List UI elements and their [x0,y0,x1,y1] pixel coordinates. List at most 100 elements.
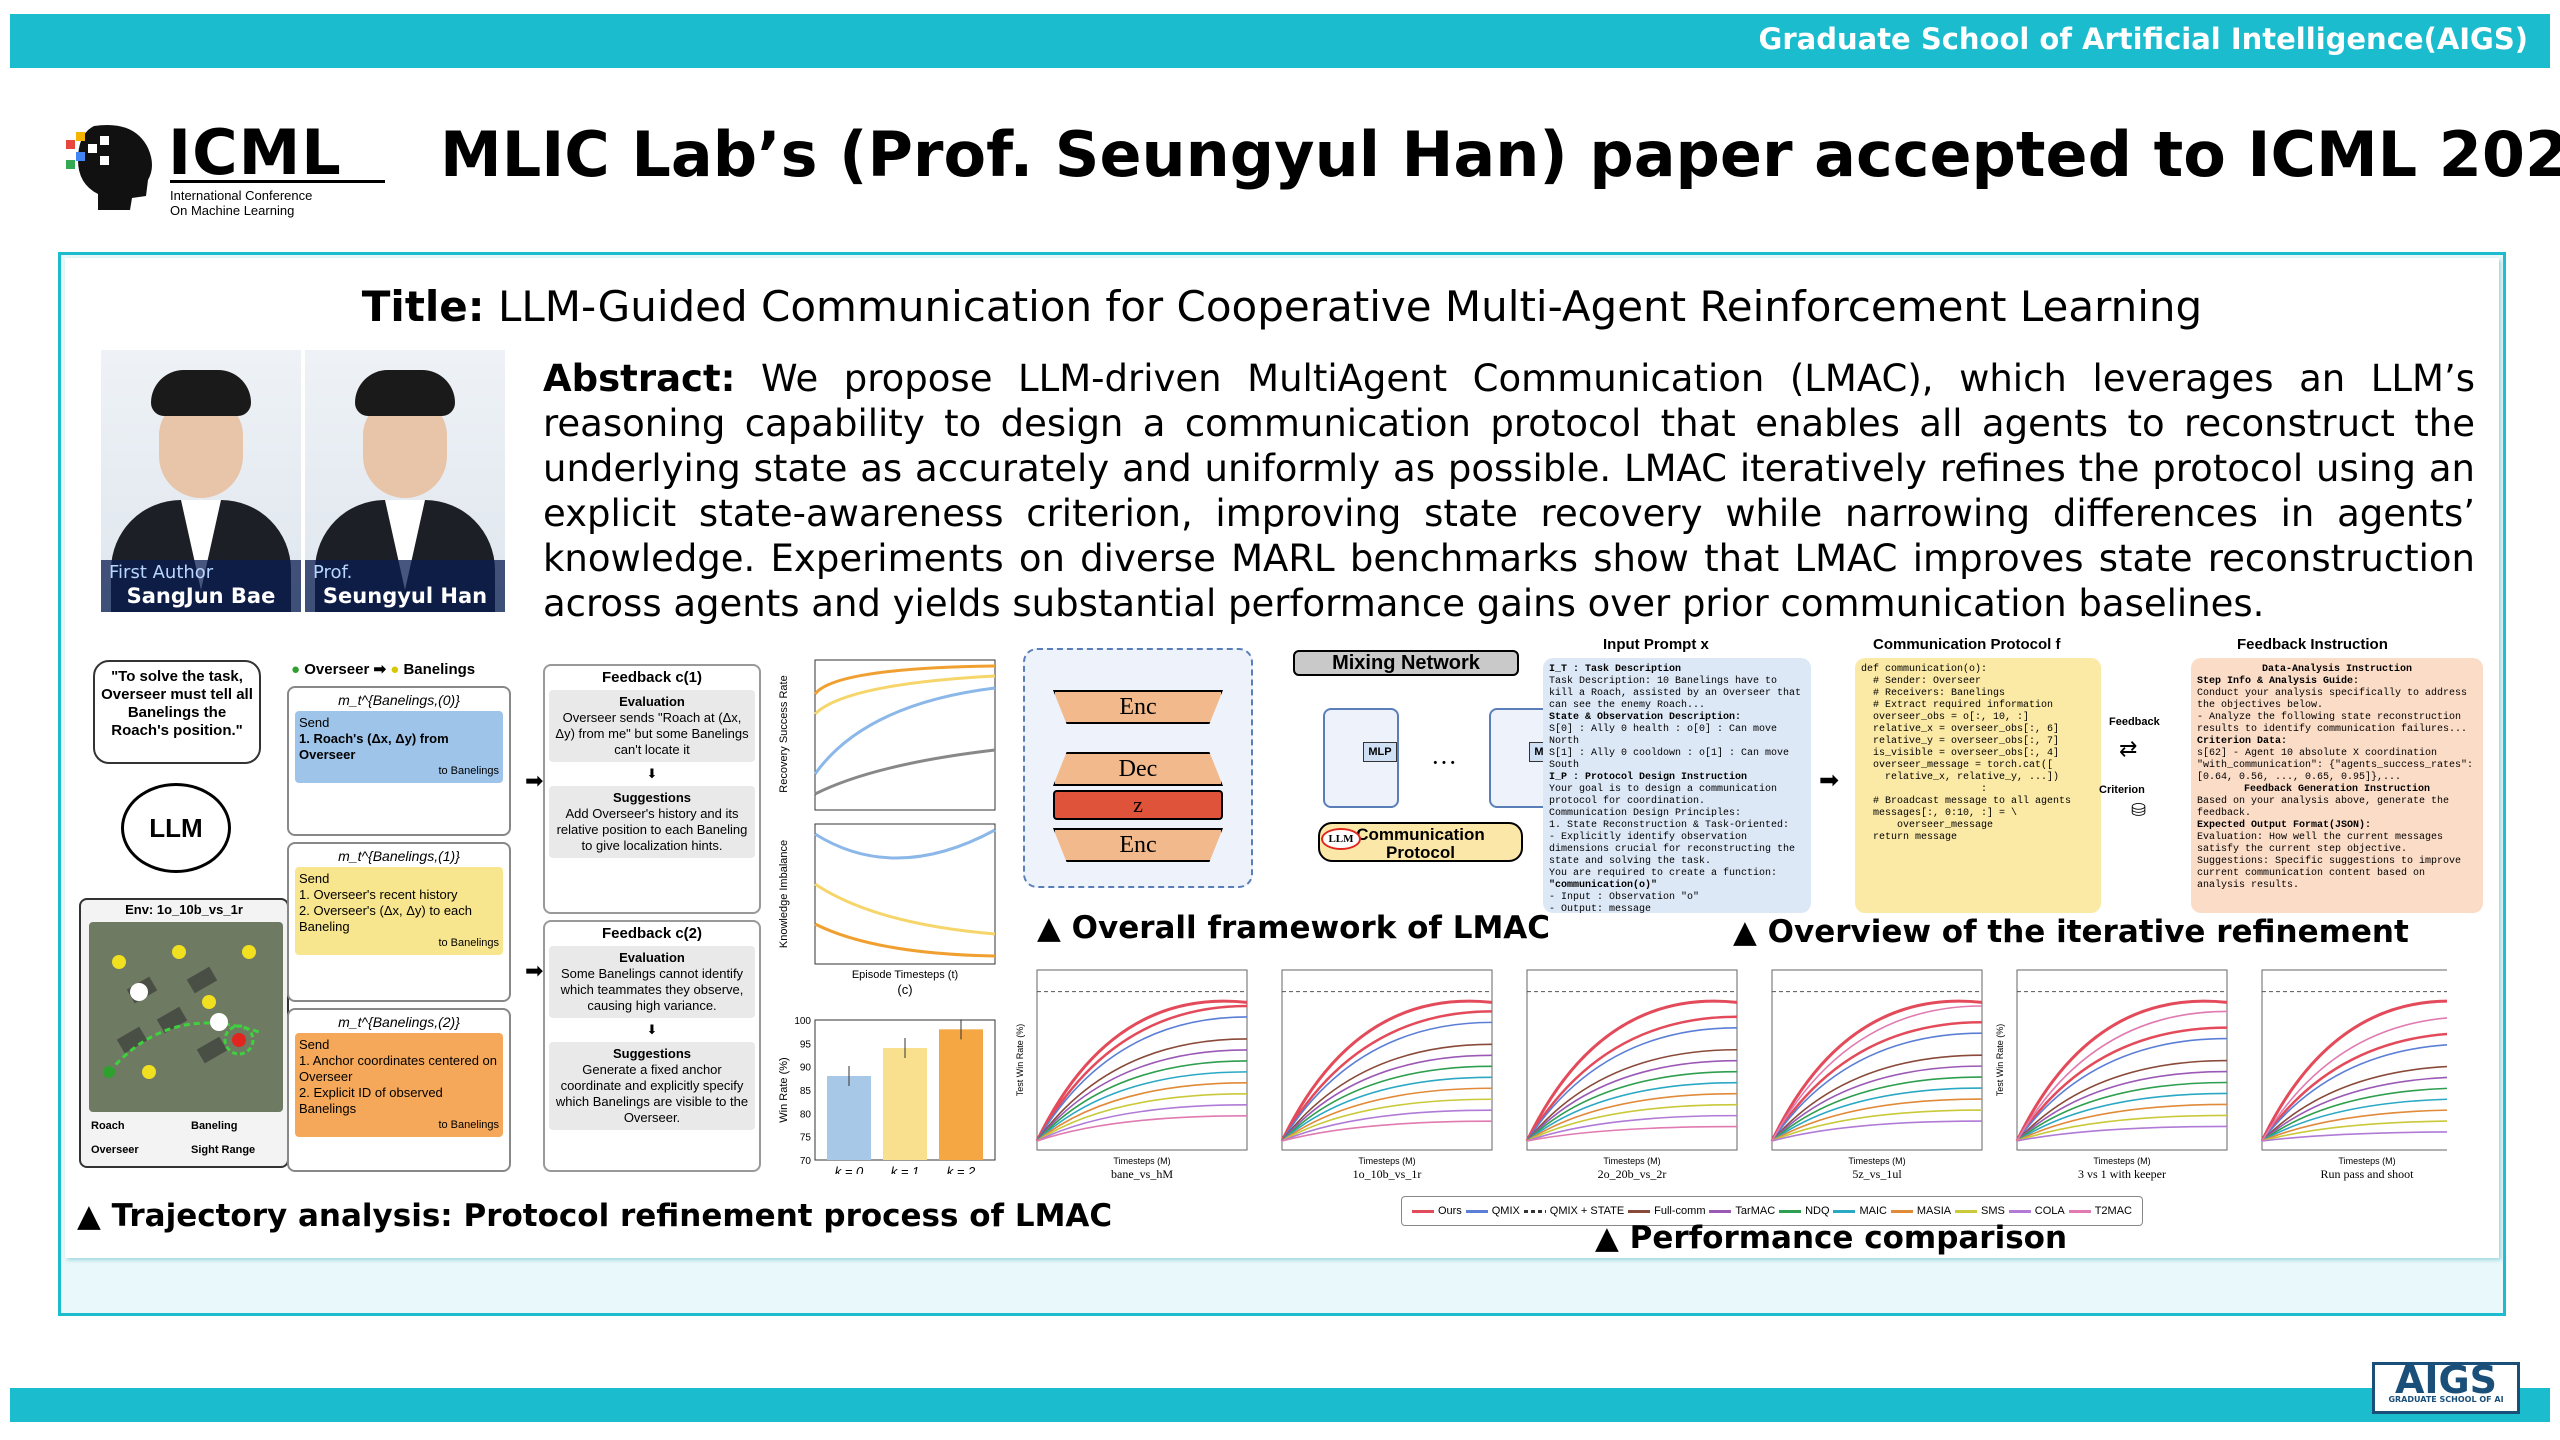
perf-env-label: 3 vs 1 with keeper [2078,1167,2166,1181]
perf-ours-line [1770,999,1983,1142]
legend-label: Ours [1437,1205,1462,1217]
instr-line: Based on your analysis above, generate t… [2197,796,2450,819]
message-box-1: m_t^{Banelings,(1)} Send 1. Overseer's r… [287,842,511,1002]
perf-series-line [1036,1082,1248,1142]
icml-subtitle-line1: International Conference [170,188,313,203]
code-line: relative_x, relative_y, ...]) [1861,772,2060,783]
perf-series-line [1526,1114,1738,1142]
prompt-line: - Input : Observation "o" [1549,892,1700,903]
photo-professor: Prof. Seungyul Han [305,350,505,612]
feedback-head: Feedback c(2) [601,925,703,942]
header-bar: Graduate School of Artificial Intelligen… [10,14,2550,68]
prompt-line: S[1] : Ally 0 cooldown : o[1] : Can move… [1549,748,1790,771]
perf-series-line [1036,1104,1248,1142]
perf-env-label: 1o_10b_vs_1r [1353,1167,1422,1181]
perf-series-line [1281,1054,1493,1142]
perf-series-line [2261,1044,2447,1142]
feedback-suggestions: Suggestions Generate a fixed anchor coor… [549,1042,755,1130]
bar-2 [939,1029,983,1160]
legend-item: Full-comm [1628,1205,1706,1217]
legend-item: QMIX [1465,1205,1520,1217]
legend-swatch [1779,1209,1802,1213]
series-k1 [814,882,996,936]
bar-ytick: 95 [800,1039,812,1050]
feedback-instruction-title: Feedback Instruction [2237,636,2388,653]
paper-card: Title: LLM-Guided Communication for Coop… [65,258,2499,1258]
code-line: : [1968,784,1987,795]
bar-ylabel: Win Rate (%) [778,1057,790,1122]
database-icon: ⛁ [2131,800,2147,820]
prompt-line: State & Observation Description: [1549,712,1742,723]
message-to: to Banelings [438,1119,499,1131]
prompt-line: I_P : Protocol Design Instruction [1549,772,1748,783]
message-send: Send [299,871,330,886]
icml-subtitle: International Conference On Machine Lear… [170,188,312,218]
code-line: # Sender: Overseer [1861,676,1982,687]
bar-ytick: 75 [800,1133,812,1144]
mlp-block: MLP [1363,742,1397,762]
trajectory-figure: "To solve the task, Overseer must tell a… [73,658,763,1178]
legend-label: QMIX + STATE [1549,1205,1625,1217]
legend-swatch [1523,1209,1546,1213]
bar-category-label: k = 1 [891,1164,920,1174]
bar-category-label: k = 2 [947,1164,976,1174]
perf-series-line [1771,1032,1983,1142]
code-line: overseer_message [1861,820,1994,831]
instr-line: Criterion Data: [2197,736,2288,747]
bar-1 [883,1048,927,1160]
legend-label: T2MAC [2094,1205,2132,1217]
perf-series-line [1526,1048,1738,1142]
plots-panel-label: (c) [897,982,912,997]
perf-series-line [2016,1059,2228,1142]
perf-series-line [1771,1005,1983,1142]
legend-label: SMS [1981,1205,2005,1217]
code-line: # Broadcast message to all agents [1861,796,2072,807]
team-header: ● Overseer ➡ ● Banelings [291,660,475,678]
author-role: First Author [109,562,214,583]
perf-env-label: 2o_20b_vs_2r [1598,1167,1667,1181]
perf-series-line [1035,1004,1248,1142]
message-head: m_t^{Banelings,(0)} [338,692,460,708]
series-k0 [813,686,996,775]
headline: MLIC Lab’s (Prof. Seungyul Han) paper ac… [440,118,2560,191]
perf-series-line [2261,1098,2447,1142]
perf-env-label: bane_vs_hM [1111,1167,1173,1181]
caption-trajectory: ▲ Trajectory analysis: Protocol refineme… [77,1198,1113,1234]
perf-series-line [1281,1120,1493,1142]
feedback-head: Feedback c(1) [601,669,703,686]
instr-line: Evaluation: How well the current message… [2197,832,2444,855]
aigs-logo: AIGS GRADUATE SCHOOL OF AI [2372,1361,2520,1414]
instr-line: - Analyze the following state reconstruc… [2197,712,2468,735]
author-name: Seungyul Han [322,584,488,608]
legend-item: MAIC [1833,1205,1887,1217]
perf-series-line [2016,1092,2228,1142]
prompt-line: - Output: message [1549,904,1652,915]
perf-series-line [1281,1098,1493,1142]
icml-head-icon [66,124,152,210]
instr-line: Suggestions: Specific suggestions to imp… [2197,856,2462,891]
title-label: Title: [361,282,485,331]
dec-block: Dec [1053,752,1223,786]
code-line: def communication(o): [1861,664,1988,675]
legend-label: NDQ [1805,1205,1830,1217]
legend-swatch [1628,1209,1651,1213]
message-head: m_t^{Banelings,(1)} [338,848,460,864]
perf-series-line [1281,1076,1493,1142]
title-text: LLM-Guided Communication for Cooperative… [497,282,2203,331]
perf-series-line [1036,1038,1248,1142]
author-role: Prof. [313,562,353,583]
perf-env-label: 5z_vs_1ul [1852,1167,1902,1181]
env-title: Env: 1o_10b_vs_1r [125,902,243,917]
perf-env-label: Run pass and shoot [2321,1167,2415,1181]
org-name: Graduate School of Artificial Intelligen… [1758,22,2528,56]
perf-series-line [1771,1054,1983,1142]
arrow-right-icon: ➡ [373,661,387,678]
arrow-right-icon: ➡ [1819,767,1840,794]
feedback-instruction-column: Data-Analysis Instruction Step Info & An… [2191,658,2483,913]
perf-series-line [1280,1010,1493,1142]
paper-panel: Title: LLM-Guided Communication for Coop… [58,252,2506,1316]
bar-category-label: k = 0 [835,1164,864,1174]
